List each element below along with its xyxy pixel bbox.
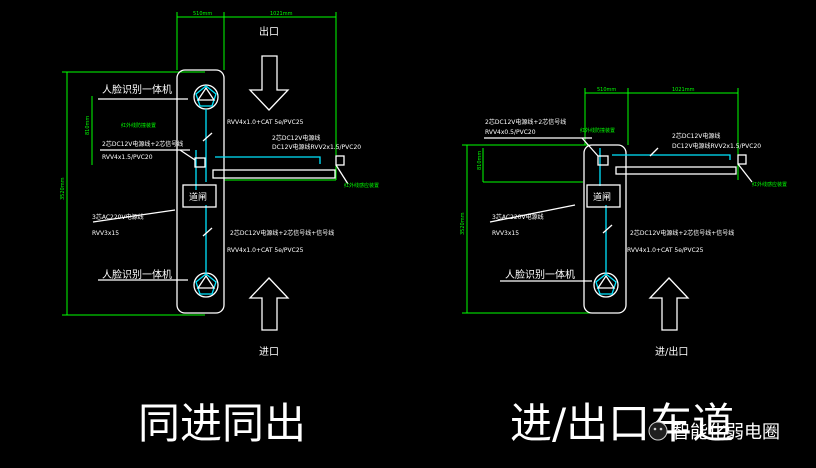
- left-entry-arrow: [248, 277, 290, 331]
- left-conduit: [195, 109, 321, 273]
- left-cable-bottom-1: 2芯DC12V电源线+2芯信号线+信号线: [230, 229, 334, 237]
- left-island: [176, 69, 225, 314]
- right-gate-label: 道闸: [593, 191, 611, 203]
- left-reader-bottom-label: 人脸识别一体机: [102, 268, 172, 281]
- right-gate-note: 红外线感应装置: [752, 181, 787, 188]
- left-dim-top-b: 1021mm: [270, 11, 293, 17]
- right-power-2: RVV3x15: [492, 230, 519, 237]
- left-caption: 同进同出: [138, 399, 306, 448]
- left-power-2: RVV3x15: [92, 230, 119, 237]
- left-dim-outer: 3520mm: [60, 177, 66, 200]
- right-arrow: [648, 277, 690, 331]
- right-barrier-arm: [615, 166, 737, 175]
- left-power-1: 3芯AC220V电源线: [92, 213, 144, 221]
- left-reader-top-label: 人脸识别一体机: [102, 83, 172, 96]
- right-caption: 进/出口车道: [510, 399, 734, 448]
- left-cable-bottom-2: RVV4x1.0+CAT 5e/PVC25: [227, 247, 304, 254]
- right-cable-lock-1: 2芯DC12V电源线: [672, 132, 720, 140]
- right-reader-label: 人脸识别一体机: [505, 268, 575, 281]
- right-gate-box: [586, 184, 621, 208]
- right-cable-bottom-2: RVV4x1.0+CAT 5e/PVC25: [627, 247, 704, 254]
- right-leaders: [484, 137, 753, 282]
- left-gate-label: 道闸: [189, 191, 207, 203]
- left-dim-top-a: 510mm: [193, 11, 212, 17]
- left-sensor-box: [335, 155, 345, 166]
- left-barrier-arm: [212, 169, 336, 179]
- watermark-text: 智能化弱电圈: [672, 422, 780, 443]
- right-lock-box: [597, 155, 609, 166]
- right-dim-top-b: 1021mm: [672, 87, 695, 93]
- wechat-icon: [648, 421, 668, 441]
- right-dim-top-a: 510mm: [597, 87, 616, 93]
- left-dim-inner: 810mm: [85, 116, 91, 135]
- left-gate-box: [182, 184, 217, 208]
- right-dim-inner: 810mm: [477, 151, 483, 170]
- right-layout: 510mm 1021mm 3520mm 810mm 进/出口 道闸: [460, 87, 787, 448]
- left-gate-note: 红外线感应装置: [344, 182, 379, 189]
- right-dimensions: 510mm 1021mm 3520mm 810mm: [460, 87, 739, 314]
- left-layout: 510mm 1021mm 3520mm 810mm 出口 进口: [60, 11, 379, 448]
- left-face-reader-bottom: [193, 272, 219, 298]
- left-cable-left-2: RVV4x1.5/PVC20: [102, 154, 153, 161]
- right-cable-left-2: RVV4x0.5/PVC20: [485, 129, 536, 136]
- right-cable-bottom-1: 2芯DC12V电源线+2芯信号线+信号线: [630, 229, 734, 237]
- left-exit-arrow: [248, 55, 290, 111]
- left-dimensions: 510mm 1021mm 3520mm 810mm: [60, 11, 337, 316]
- right-cable-left-1: 2芯DC12V电源线+2芯信号线: [485, 118, 566, 126]
- left-leaders: [92, 98, 349, 281]
- right-entry-exit-label: 进/出口: [655, 345, 688, 358]
- right-lock-note: 红外线防撞装置: [580, 127, 615, 134]
- left-cable-lock-2: DC12V电源线RVV2x1.5/PVC20: [272, 143, 361, 151]
- right-sensor-box: [737, 154, 747, 165]
- left-lock-note: 红外线防撞装置: [121, 122, 156, 129]
- right-power-1: 3芯AC220V电源线: [492, 213, 544, 221]
- left-lock-box: [194, 157, 206, 168]
- right-cable-lock-2: DC12V电源线RVV2x1.5/PVC20: [672, 142, 761, 150]
- left-entry-label: 进口: [259, 346, 279, 358]
- watermark: 智能化弱电圈: [648, 421, 780, 443]
- left-face-reader-top: [193, 84, 219, 110]
- right-island: [583, 144, 627, 314]
- right-dim-outer: 3520mm: [460, 212, 466, 235]
- left-cable-left-1: 2芯DC12V电源线+2芯信号线: [102, 140, 183, 148]
- right-face-reader: [593, 272, 619, 298]
- left-cable-top: RVV4x1.0+CAT 5e/PVC25: [227, 119, 304, 126]
- left-exit-label: 出口: [259, 25, 279, 38]
- left-cable-lock-1: 2芯DC12V电源线: [272, 134, 320, 142]
